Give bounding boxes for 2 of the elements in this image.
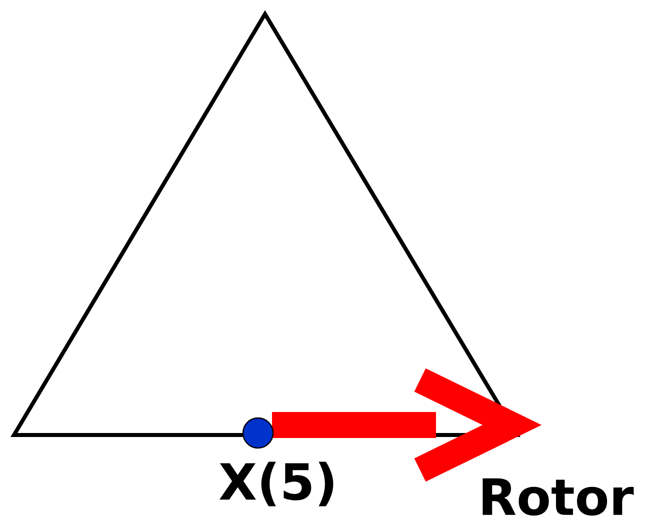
text-label: Rotor <box>482 478 634 516</box>
text-label: X(5) <box>219 462 334 506</box>
